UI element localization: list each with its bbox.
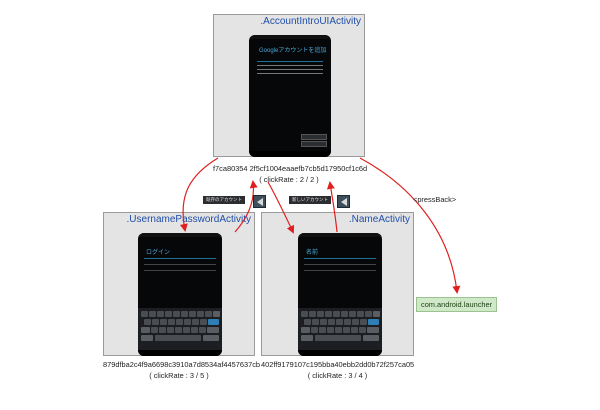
edge-username-to-intro (234, 180, 258, 233)
edge-intro-to-launcher (359, 157, 461, 294)
screen-button (301, 134, 327, 140)
screenshot-thumbnail: ログイン (138, 233, 222, 356)
keyboard (138, 308, 222, 350)
edge-label-existing-account: 既存のアカウント (203, 196, 245, 204)
node-click-rate: ( clickRate : 3 / 4 ) (307, 371, 368, 380)
node-account-intro: .AccountIntroUIActivity Googleアカウントを追加 (213, 14, 365, 157)
edge-name-to-intro (326, 181, 338, 233)
screen-title: Googleアカウントを追加 (259, 48, 327, 54)
node-launcher: com.android.launcher (416, 297, 498, 312)
node-title: .AccountIntroUIActivity (260, 16, 361, 27)
screen-text (257, 65, 323, 75)
status-bar (249, 35, 331, 39)
input-underline (144, 264, 216, 265)
node-name: .NameActivity 名前 (261, 212, 414, 356)
node-username-password: .UsernamePasswordActivity ログイン (103, 212, 255, 356)
node-hash: 402ff9179107c195bba40ebb2dd0b72f257ca05 (261, 360, 415, 369)
screenshot-thumbnail: 名前 (298, 233, 382, 356)
screen-title: ログイン (146, 250, 171, 256)
nav-bar (298, 350, 382, 356)
back-arrow-icon (253, 195, 266, 208)
node-click-rate: ( clickRate : 3 / 5 ) (149, 371, 209, 380)
screen-button (301, 141, 327, 147)
back-arrow-icon (337, 195, 350, 208)
node-title: .UsernamePasswordActivity (126, 214, 251, 225)
input-underline (304, 264, 376, 265)
node-click-rate: ( clickRate : 2 / 2 ) (259, 175, 319, 184)
screen-divider (257, 61, 323, 62)
node-title: .NameActivity (348, 214, 410, 225)
screen-title: 名前 (306, 250, 319, 256)
input-underline (144, 270, 216, 271)
edge-label-press-back: <pressBack> (413, 195, 457, 204)
screenshot-thumbnail: Googleアカウントを追加 (249, 35, 331, 157)
status-bar (298, 233, 382, 237)
edge-intro-to-name (267, 181, 295, 234)
edge-intro-to-username (179, 157, 219, 232)
node-hash: f7ca80354 2f5cf1004eaaefb7cb5d17950cf1c6… (213, 164, 368, 173)
nav-bar (138, 350, 222, 356)
node-hash: 879dfba2c4f9a6698c3910a7d8534af4457637cb (103, 360, 260, 369)
status-bar (138, 233, 222, 237)
keyboard (298, 308, 382, 350)
edge-label-new-account: 新しいアカウント (289, 196, 331, 204)
screen-divider (144, 258, 216, 259)
nav-bar (249, 151, 331, 157)
input-underline (304, 270, 376, 271)
screen-divider (304, 258, 376, 259)
